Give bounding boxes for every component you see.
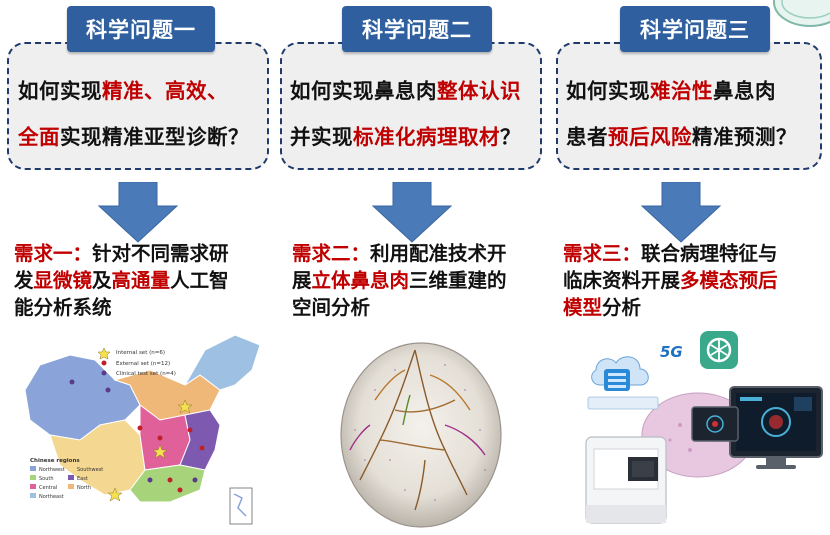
south-sea-inset [229,487,253,525]
region-label-northeast: Northeast [39,494,64,500]
region-east [179,409,221,471]
plain-text: 联合病理特征与 [641,242,778,265]
need-2: 需求二：利用配准技术开 展立体鼻息肉三维重建的 空间分析 [292,240,560,321]
need-3-line-1: 需求三：联合病理特征与 [563,240,830,267]
question-box-2 [280,42,542,170]
plain-text: 如何实现鼻息肉 [290,79,437,103]
down-arrow-2 [371,182,453,243]
legend-marker-2: External set (n=12) [116,361,170,367]
plain-text: 患者 [566,125,608,149]
need-3: 需求三：联合病理特征与 临床资料开展多模态预后 模型分析 [563,240,830,321]
plain-text: 空间分析 [292,296,371,319]
highlight-text: 精准、高效、 [102,79,228,103]
region-label-central: Central [39,485,57,491]
question-title-2: 科学问题二 [342,6,492,52]
regions-legend: Chinese regions Northwest Southwest Sout… [30,458,103,500]
need-1-line-2: 发显微镜及高通量人工智 [14,267,282,294]
polyp-3d-reconstruction [340,342,502,528]
need-2-line-2: 展立体鼻息肉三维重建的 [292,267,560,294]
plain-text: 如何实现 [18,79,102,103]
highlight-text: 难治性 [650,79,713,103]
badge-5g: 5G [660,343,683,361]
plain-text: 如何实现 [566,79,650,103]
question-title-1: 科学问题一 [67,6,215,52]
highlight-text: 多模态预后 [680,269,778,292]
region-label-southwest: Southwest [77,467,103,473]
highlight-text: 需求三： [563,242,642,265]
need-1: 需求一：针对不同需求研 发显微镜及高通量人工智 能分析系统 [14,240,282,321]
plain-text: 临床资料开展 [563,269,681,292]
need-1-line-1: 需求一：针对不同需求研 [14,240,282,267]
highlight-text: 标准化病理取材 [353,125,500,149]
need-3-line-3: 模型分析 [563,294,830,321]
highlight-text: 模型 [563,296,603,319]
question-2-line-1: 如何实现鼻息肉整体认识 [290,74,521,104]
down-arrow-1 [97,182,179,243]
tablet-icon [691,406,739,442]
cloud-server-icon [587,356,659,410]
highlight-text: 需求一： [14,242,93,265]
region-label-north: North [77,485,91,491]
region-south [129,464,206,503]
highlight-text: 全面 [18,125,60,149]
plain-text: 能分析系统 [14,296,112,319]
region-label-east: East [77,476,88,482]
region-label-south: South [39,476,54,482]
need-2-line-1: 需求二：利用配准技术开 [292,240,560,267]
marker-legend: Internal set (n=6) External set (n=12) C… [97,347,176,377]
question-1-line-1: 如何实现精准、高效、 [18,74,228,104]
plain-text: 人工智 [170,269,229,292]
question-3-line-1: 如何实现难治性鼻息肉 [566,74,776,104]
regions-legend-title: Chinese regions [30,458,80,464]
region-northeast [184,334,261,391]
plain-text: 精准预测？ [692,125,797,149]
plain-text: 鼻息肉 [713,79,776,103]
question-box-3 [556,42,822,170]
slide-scanner-icon [585,436,667,524]
highlight-text: 立体鼻息肉 [311,269,410,292]
legend-marker-3: Clinical test set (n=4) [116,371,176,377]
question-2-line-2: 并实现标准化病理取材？ [290,120,521,150]
highlight-text: 整体认识 [437,79,521,103]
plain-text: 分析 [602,296,642,319]
logo-fragment [773,0,830,27]
highlight-text: 需求二： [292,242,371,265]
polyp-speckles [354,364,486,501]
question-3-line-2: 患者预后风险精准预测？ [566,120,797,150]
highlight-text: 预后风险 [608,125,692,149]
question-title-3: 科学问题三 [620,6,770,52]
china-map-figure: Internal set (n=6) External set (n=12) C… [24,334,261,525]
plain-text: 发 [14,269,34,292]
polyp-vessels [349,349,486,511]
highlight-text: 显微镜 [33,269,93,292]
plain-text: 展 [292,269,312,292]
monitor-icon [729,386,823,469]
down-arrow-3 [640,182,722,243]
legend-marker-1: Internal set (n=6) [116,350,165,356]
plain-text: 针对不同需求研 [92,242,229,265]
plain-text: ？ [500,125,521,149]
ai-logo-icon [700,331,738,369]
need-1-line-3: 能分析系统 [14,294,282,321]
question-box-1 [7,42,269,170]
plain-text: 实现精准亚型诊断？ [60,125,249,149]
need-3-line-2: 临床资料开展多模态预后 [563,267,830,294]
plain-text: 利用配准技术开 [370,242,507,265]
region-label-northwest: Northwest [39,467,65,473]
plain-text: 及 [92,269,112,292]
question-1-line-2: 全面实现精准亚型诊断？ [18,120,249,150]
highlight-text: 高通量 [111,269,171,292]
need-2-line-3: 空间分析 [292,294,560,321]
map-markers [69,379,205,502]
plain-text: 三维重建的 [409,269,507,292]
multimodal-tech-figure: 5G [585,331,823,524]
plain-text: 并实现 [290,125,353,149]
